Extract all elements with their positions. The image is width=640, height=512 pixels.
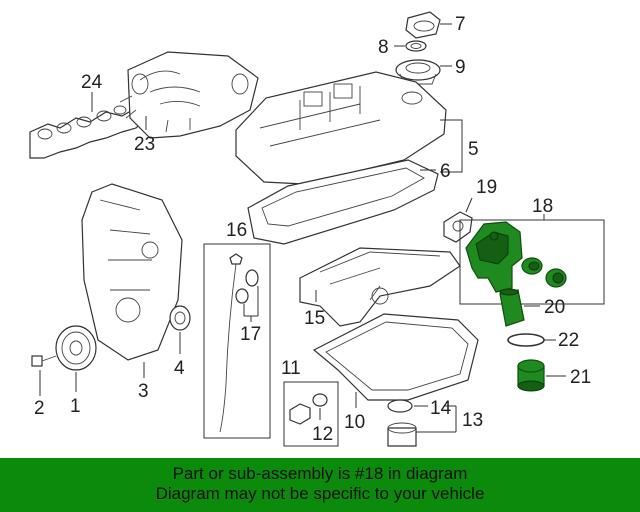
part-12-drain-plug[interactable] — [289, 393, 328, 425]
part-1-crank-pulley[interactable] — [55, 325, 97, 371]
callout-5: 5 — [468, 139, 479, 160]
callout-13: 13 — [462, 410, 483, 431]
callout-12: 12 — [312, 424, 333, 445]
callout-1: 1 — [70, 396, 81, 417]
part-17-dipstick-seals[interactable] — [235, 269, 259, 304]
part-9-filler-neck[interactable] — [395, 59, 441, 85]
callout-6: 6 — [440, 161, 451, 182]
banner-line-1: Part or sub-assembly is #18 in diagram — [172, 464, 468, 483]
part-8-seal[interactable] — [405, 40, 427, 52]
callout-7: 7 — [455, 14, 466, 35]
callout-11: 11 — [281, 358, 301, 379]
callout-9: 9 — [455, 57, 466, 78]
part-20-oil-filter[interactable] — [499, 288, 525, 327]
callout-14: 14 — [430, 398, 452, 419]
info-banner: Part or sub-assembly is #18 in diagram D… — [0, 458, 640, 512]
part-15-oil-pan-upper[interactable] — [299, 247, 461, 327]
callout-3: 3 — [138, 381, 149, 402]
part-2-bolt[interactable] — [31, 355, 57, 367]
part-10-oil-pan-lower[interactable] — [312, 313, 479, 401]
part-4-front-seal[interactable] — [169, 305, 191, 331]
part-23-intake-manifold[interactable] — [119, 51, 259, 139]
callout-10: 10 — [344, 412, 365, 433]
callout-17: 17 — [240, 324, 261, 345]
callout-8: 8 — [378, 37, 389, 58]
part-5-valve-cover[interactable] — [235, 71, 447, 185]
callout-15: 15 — [304, 308, 325, 329]
banner-line-2: Diagram may not be specific to your vehi… — [155, 484, 485, 503]
part-22-o-ring[interactable] — [507, 333, 545, 347]
part-3-timing-cover[interactable] — [81, 183, 183, 361]
parts-diagram: 24 23 7 8 9 5 6 — [29, 11, 605, 447]
callout-21: 21 — [570, 367, 591, 388]
part-6-valve-cover-gasket[interactable] — [247, 159, 439, 245]
part-14-seal[interactable] — [387, 399, 413, 413]
callout-19: 19 — [476, 177, 497, 198]
callout-2: 2 — [34, 398, 45, 419]
part-18-oil-filter-housing[interactable] — [465, 221, 523, 293]
callout-22: 22 — [558, 330, 579, 351]
part-18-adapter-plug-large[interactable] — [545, 268, 567, 288]
part-18-adapter-plug-small[interactable] — [521, 257, 543, 275]
part-16-dipstick[interactable] — [219, 253, 243, 433]
callout-24: 24 — [81, 72, 103, 93]
callout-4: 4 — [174, 358, 185, 379]
callout-20: 20 — [544, 297, 565, 318]
part-21-filter-cap[interactable] — [517, 359, 545, 392]
assembly-18-box — [459, 219, 605, 305]
callout-23: 23 — [134, 134, 155, 155]
callout-16: 16 — [226, 220, 247, 241]
part-24-intake-gasket[interactable] — [29, 105, 147, 159]
part-19-gasket[interactable] — [443, 211, 473, 243]
part-13-sensor[interactable] — [387, 422, 417, 447]
callout-18: 18 — [532, 196, 553, 217]
part-7-oil-cap[interactable] — [405, 11, 441, 39]
